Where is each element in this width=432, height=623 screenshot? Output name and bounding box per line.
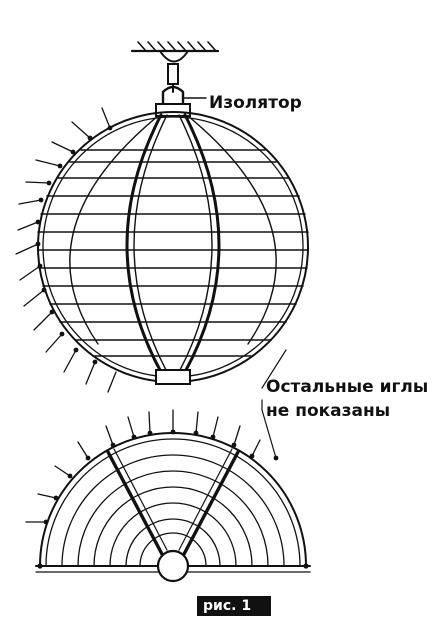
insulator-part — [155, 63, 207, 117]
hemisphere-cage — [35, 432, 311, 583]
other-needles-label-line2: не показаны — [266, 401, 391, 421]
sphere-cage — [37, 111, 309, 385]
needles-leader — [261, 349, 287, 459]
sphere-needle-bases — [35, 125, 113, 365]
insulator-label: Изолятор — [209, 93, 302, 113]
figure-caption-badge: рис. 1 — [197, 596, 271, 616]
sphere-needles — [15, 107, 117, 393]
figure-caption: рис. 1 — [203, 598, 252, 614]
hemisphere-needles — [25, 409, 261, 523]
ceiling-mount — [130, 41, 220, 63]
other-needles-label-line1: Остальные иглы — [266, 377, 429, 397]
hemisphere-needle-bases — [37, 429, 309, 569]
